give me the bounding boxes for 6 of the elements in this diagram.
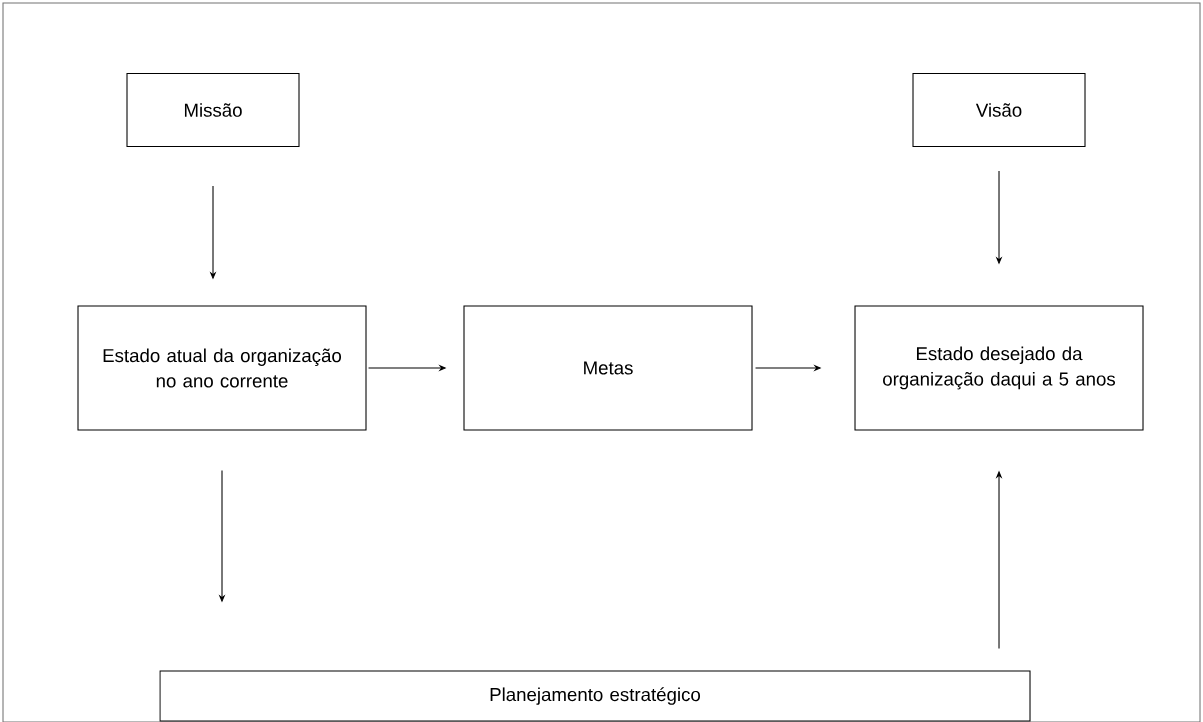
- process-box: Missão: [126, 72, 300, 148]
- process-box: Metas: [463, 305, 753, 431]
- process-box: Visão: [912, 72, 1086, 148]
- process-box: Planejamento estratégico: [159, 670, 1031, 722]
- process-box: Estado desejado da organização daqui a 5 anos: [854, 305, 1144, 431]
- process-box: Estado atual da organização no ano corrente: [77, 305, 367, 431]
